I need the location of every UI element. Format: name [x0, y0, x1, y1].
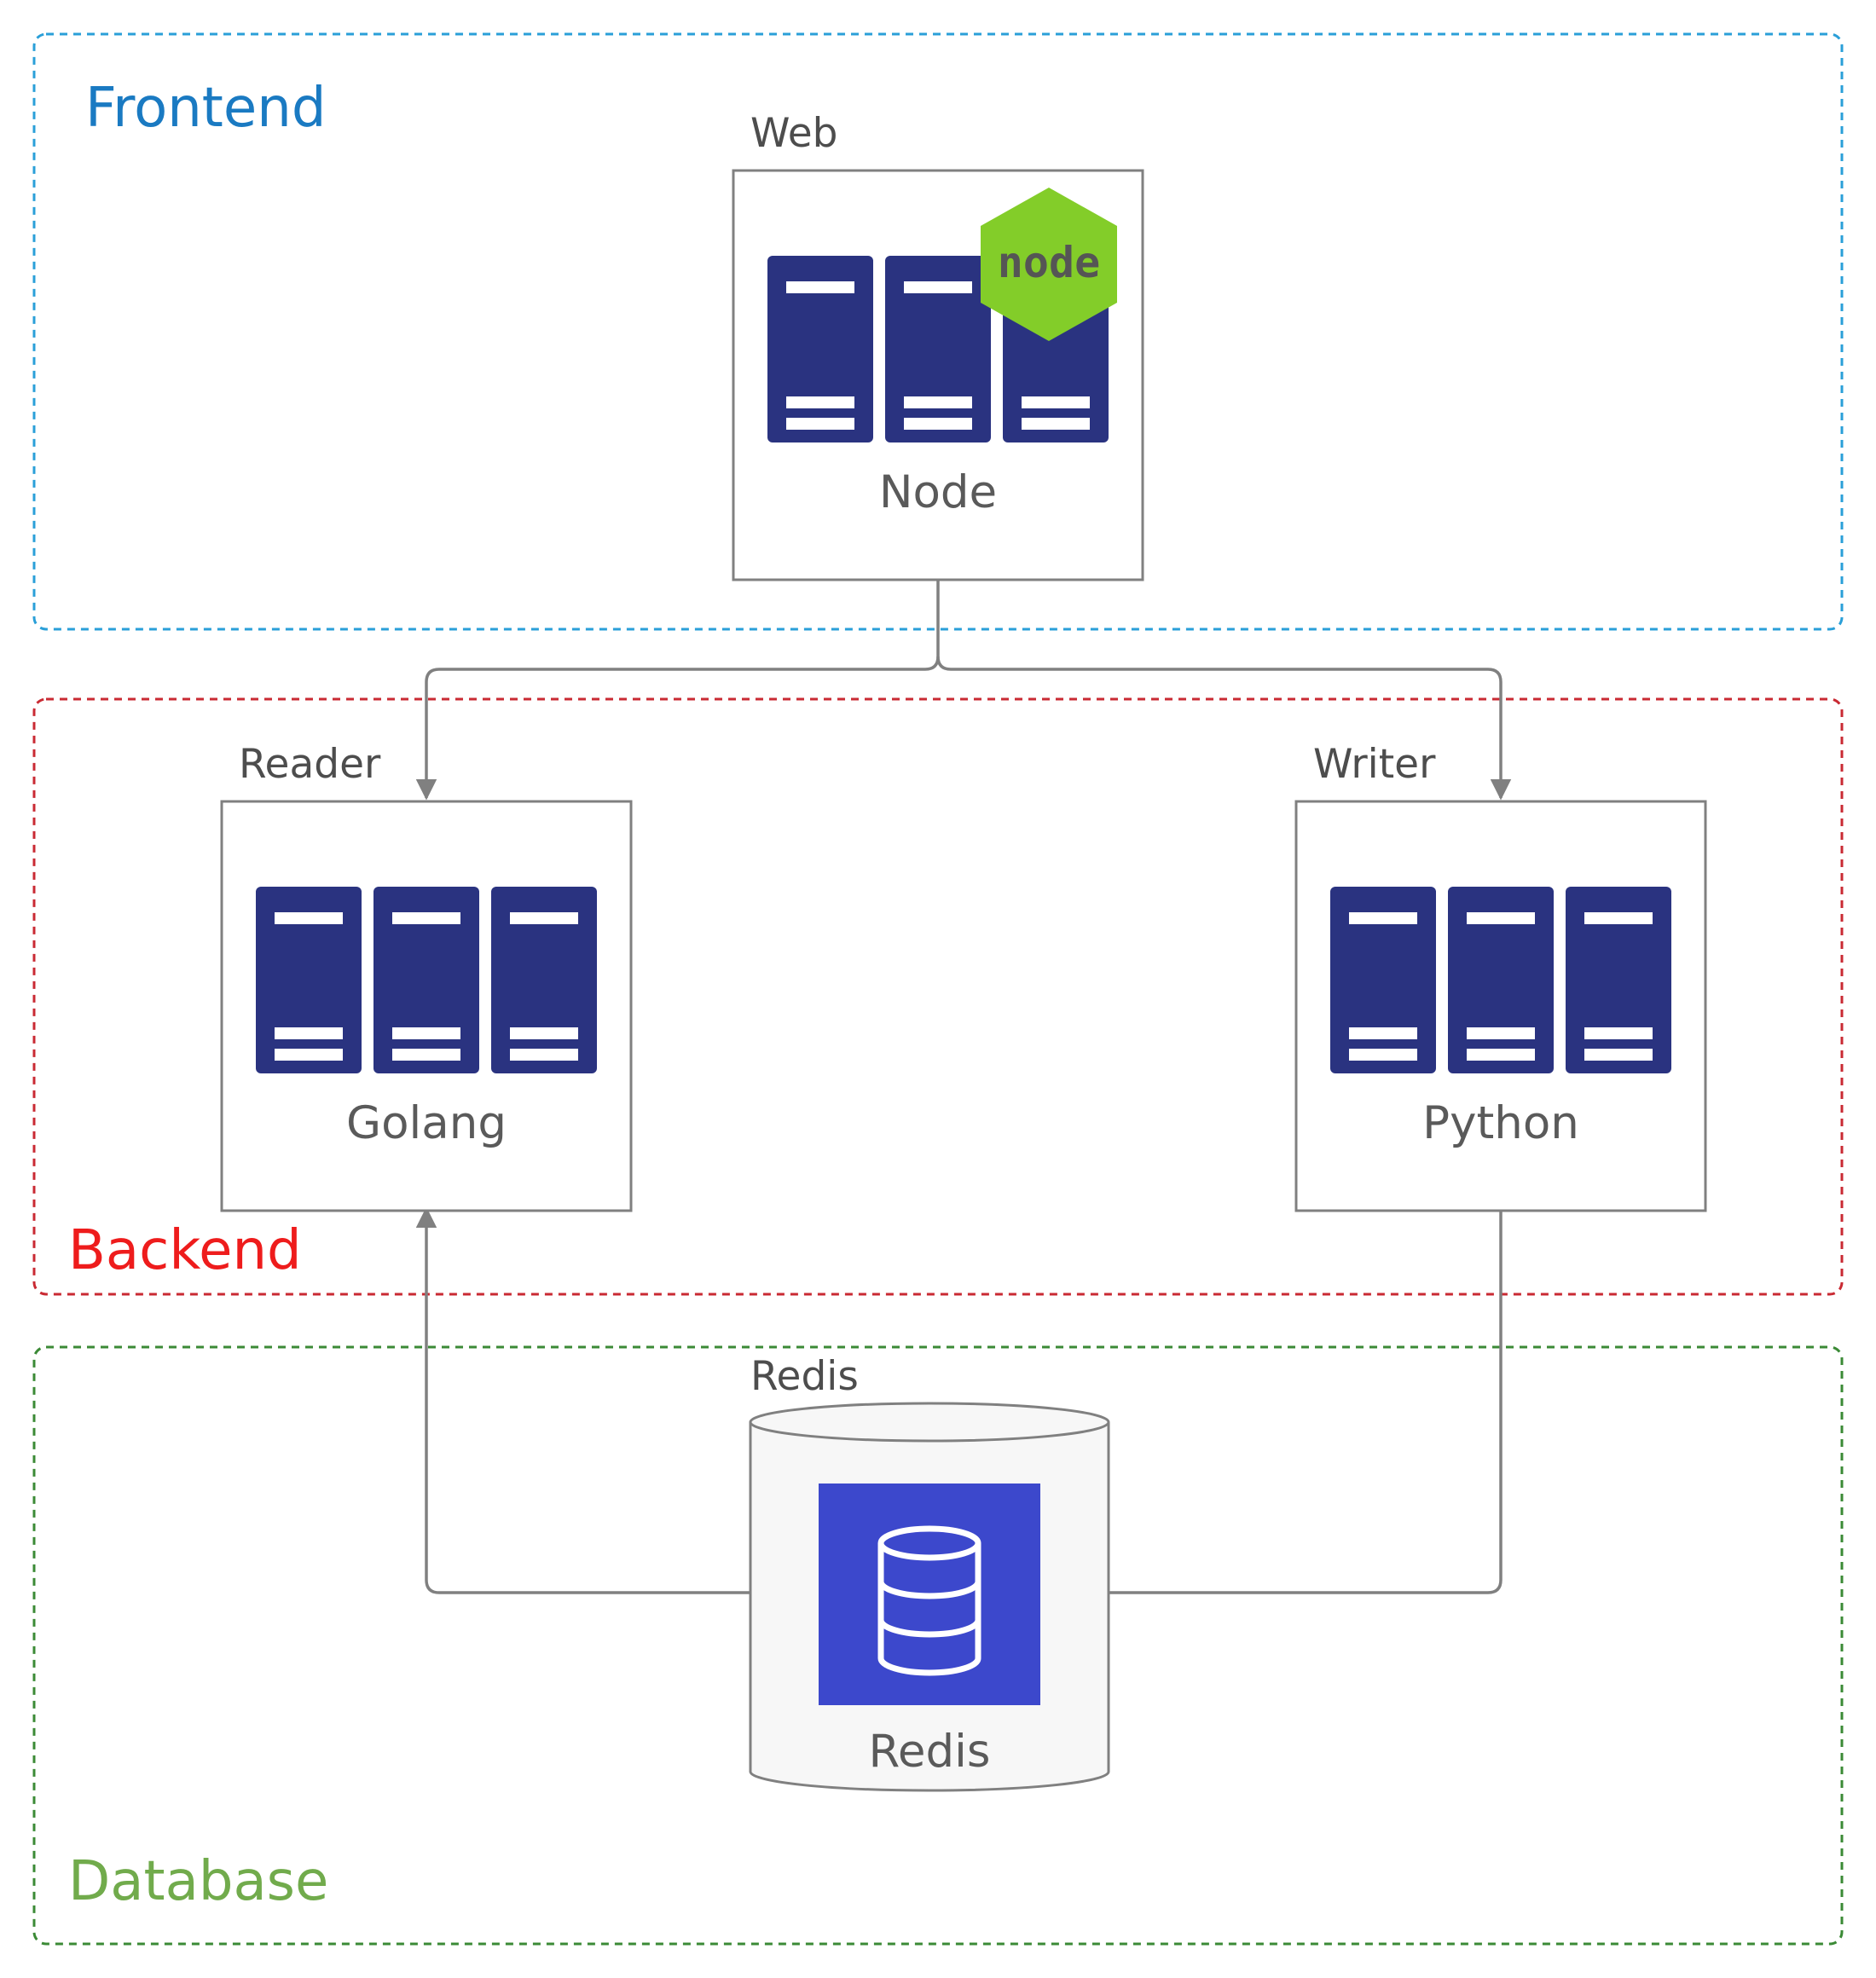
connector-writer-redis — [1039, 1209, 1503, 1604]
database-icon — [877, 1525, 981, 1676]
web-node[interactable]: Web node Node — [732, 110, 1144, 581]
web-node-title: Web — [750, 110, 837, 157]
backend-zone-label: Backend — [68, 1219, 302, 1282]
database-zone: Database — [32, 1345, 1844, 1946]
writer-node-title: Writer — [1313, 741, 1436, 788]
server-rack-icon — [1330, 887, 1671, 1073]
reader-node-caption: Golang — [346, 1097, 507, 1149]
redis-node-caption: Redis — [868, 1726, 990, 1778]
connector-web-writer — [936, 656, 1512, 801]
redis-node[interactable]: Redis Redis — [749, 1353, 1110, 1792]
connectors — [415, 536, 1512, 1604]
frontend-zone: Frontend — [32, 32, 1844, 631]
reader-node-title: Reader — [239, 741, 381, 788]
connector-redis-reader — [415, 1206, 819, 1594]
writer-node[interactable]: Writer Python — [1294, 741, 1707, 1212]
writer-node-caption: Python — [1422, 1097, 1579, 1149]
reader-node[interactable]: Reader Golang — [220, 741, 633, 1212]
server-rack-icon — [256, 887, 597, 1073]
redis-node-title: Redis — [750, 1353, 859, 1400]
database-zone-label: Database — [68, 1850, 328, 1913]
frontend-zone-label: Frontend — [85, 77, 326, 140]
web-node-caption: Node — [879, 466, 997, 518]
nodejs-logo-text: node — [998, 238, 1100, 287]
nodejs-logo-icon: node — [981, 188, 1117, 341]
